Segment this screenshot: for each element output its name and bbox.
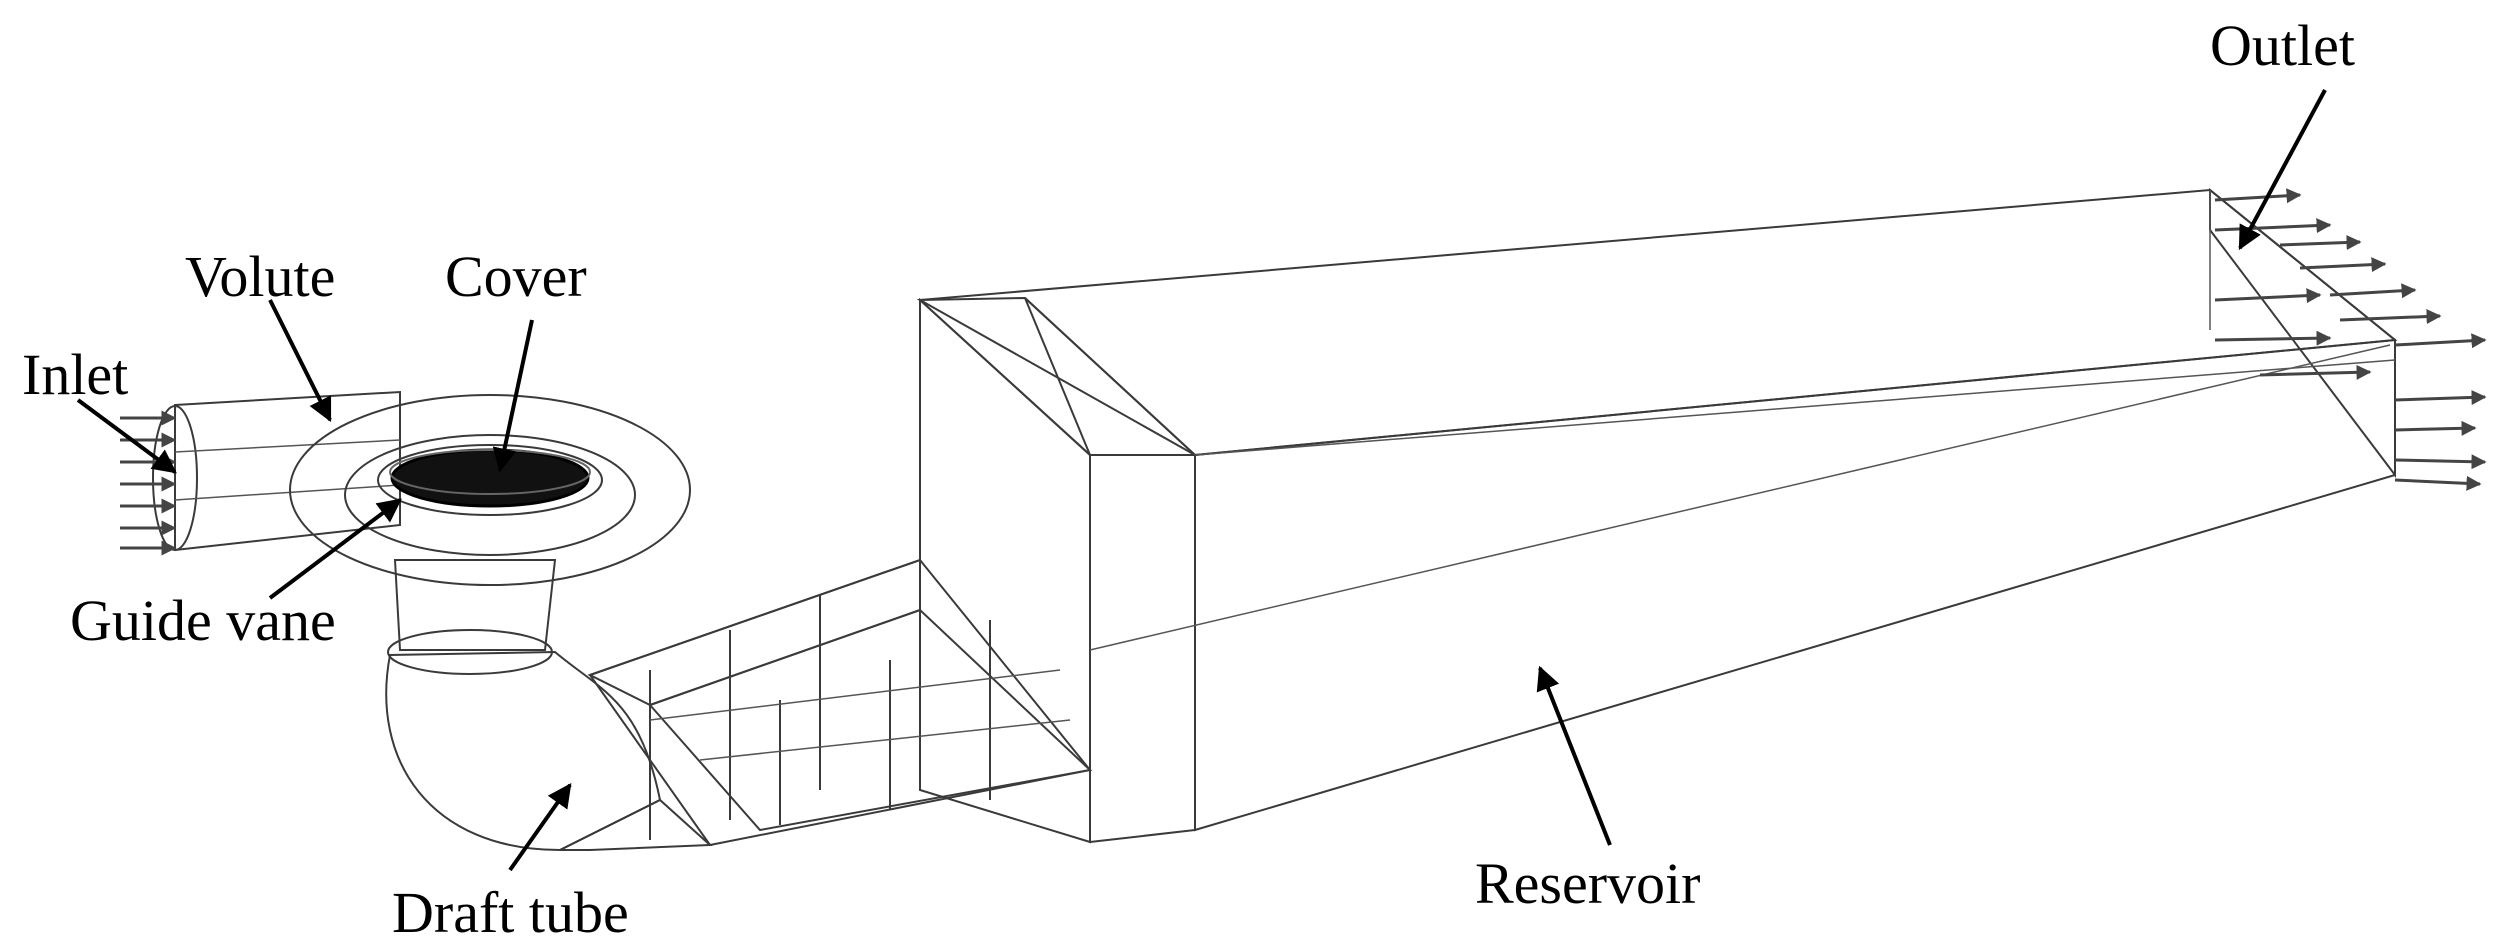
reservoir-front-face [1194, 338, 2396, 832]
draft-tube [385, 559, 713, 852]
draft-tube-leader [508, 783, 572, 872]
guide-vane-leader [268, 498, 402, 600]
label-volute: Volute [185, 244, 335, 309]
outlet-leader [2238, 89, 2327, 251]
runner-cover [390, 448, 590, 508]
label-cover: Cover [445, 244, 587, 309]
label-draft-tube: Draft tube [392, 880, 629, 945]
reservoir-body [916, 187, 2398, 844]
tail-channel [587, 558, 1093, 847]
label-guide-vane: Guide vane [70, 588, 336, 653]
guide-vane-ring [377, 444, 603, 516]
outlet-face [2209, 187, 2396, 478]
outlet-flow-arrows [2214, 188, 2487, 491]
label-inlet: Inlet [22, 342, 128, 407]
cover-leader [492, 319, 534, 473]
label-reservoir: Reservoir [1475, 851, 1701, 916]
inlet-leader [76, 398, 177, 474]
volute-leader [268, 299, 332, 423]
label-outlet: Outlet [2210, 13, 2355, 78]
reservoir-side-face [1089, 454, 1196, 844]
reservoir-top-face [916, 188, 2398, 457]
reservoir-leader [1536, 665, 1612, 846]
volute [289, 394, 691, 586]
